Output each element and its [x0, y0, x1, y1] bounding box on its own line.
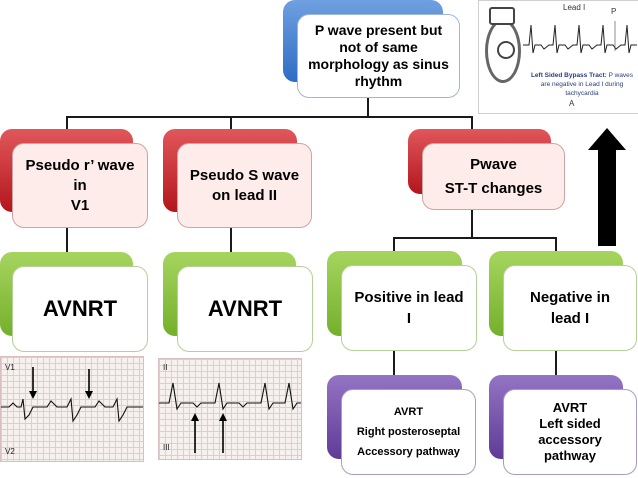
top-node: P wave present but not of same morpholog…	[297, 14, 460, 98]
ecg-strip-1-lead-top: V1	[5, 363, 15, 372]
top-node-line-1: P wave present but	[314, 22, 443, 38]
heart-ring-icon	[497, 41, 515, 59]
diagnosis-1-label: AVNRT	[42, 296, 118, 321]
inset-p-label: P	[611, 7, 617, 16]
connector-to-branch-1	[66, 116, 68, 130]
subdiagnosis-1-line-3: Accessory pathway	[357, 446, 460, 458]
branch-1-line-3: V1	[70, 196, 90, 214]
connector-branch-3-vertical	[471, 210, 473, 238]
subdiagnosis-2-line-4: pathway	[543, 448, 596, 463]
ecg-strip-2-lead-top: II	[163, 363, 168, 372]
subdiagnosis-1-box: AVRT Right posteroseptal Accessory pathw…	[341, 389, 476, 475]
subbranch-2-line-2: lead I	[550, 310, 590, 327]
connector-top-horizontal	[66, 116, 472, 118]
ecg-strip-1-trace	[1, 367, 143, 423]
subdiagnosis-2-line-3: accessory	[538, 432, 602, 447]
connector-to-sub-1	[393, 237, 395, 251]
diagnosis-1-box: AVNRT	[12, 266, 148, 352]
subdiagnosis-2-box: AVRT Left sided accessory pathway	[503, 389, 637, 475]
inset-caption-bold: Left Sided Bypass Tract:	[530, 72, 607, 79]
connector-to-branch-2	[230, 116, 232, 130]
connector-to-branch-3	[471, 116, 473, 130]
ecg-strip-2-trace	[159, 382, 301, 453]
connector-branch-1-diagnosis	[66, 228, 68, 252]
branch-3-criteria: Pwave ST-T changes	[422, 143, 565, 210]
inset-ecg-trace	[523, 21, 637, 54]
connector-sub-2-diagnosis	[555, 350, 557, 376]
branch-2-criteria: Pseudo S wave on lead II	[177, 143, 312, 228]
accessory-pathway-arrow-icon	[489, 7, 515, 25]
inset-caption-rest: P waves are negative in Lead I during ta…	[540, 72, 634, 97]
ecg-strip-1-lead-bottom: V2	[5, 447, 15, 456]
subdiagnosis-1-line-1: AVRT	[393, 406, 424, 418]
diagnosis-2-box: AVNRT	[177, 266, 313, 352]
top-node-line-4: rhythm	[354, 73, 403, 89]
connector-branch-2-diagnosis	[230, 228, 232, 252]
connector-top-vertical	[367, 98, 369, 116]
top-node-line-3: morphology as sinus	[308, 56, 449, 72]
top-node-line-2: not of same	[339, 39, 418, 55]
ecg-strip-v1-v2: V1 V2	[0, 356, 144, 462]
branch-2-line-1: Pseudo S wave	[189, 166, 300, 184]
up-arrow-icon	[588, 128, 626, 246]
inset-lead-label: Lead I	[563, 3, 586, 12]
ecg-strip-ii-iii: II III	[158, 358, 302, 460]
subdiagnosis-2-line-2: Left sided	[539, 416, 601, 431]
subdiagnosis-1-line-2: Right posteroseptal	[356, 426, 461, 438]
subbranch-1-line-1: Positive in lead	[354, 289, 464, 306]
inset-panel-letter: A	[569, 99, 575, 108]
subdiagnosis-2-line-1: AVRT	[552, 400, 588, 415]
subbranch-1-criterion: Positive in lead I	[341, 265, 477, 351]
ecg-inset-image: Lead I P Left Sided Bypass Tract: P wave…	[478, 0, 638, 114]
diagnosis-2-label: AVNRT	[207, 296, 283, 321]
branch-1-line-2: in	[73, 176, 87, 194]
branch-1-criteria: Pseudo r’ wave in V1	[12, 143, 148, 228]
connector-branch-3-horizontal	[393, 237, 556, 239]
ecg-strip-2-lead-bottom: III	[163, 443, 170, 452]
branch-1-line-1: Pseudo r’ wave	[25, 156, 135, 174]
inset-caption: Left Sided Bypass Tract: P waves are neg…	[527, 71, 637, 98]
branch-2-line-2: on lead II	[211, 186, 277, 204]
subbranch-2-line-1: Negative in	[529, 289, 611, 306]
branch-3-line-1: Pwave	[470, 155, 517, 173]
subbranch-1-line-2: I	[406, 310, 412, 327]
connector-sub-1-diagnosis	[393, 350, 395, 376]
branch-3-line-2: ST-T changes	[444, 179, 543, 197]
connector-to-sub-2	[555, 237, 557, 251]
subbranch-2-criterion: Negative in lead I	[503, 265, 637, 351]
